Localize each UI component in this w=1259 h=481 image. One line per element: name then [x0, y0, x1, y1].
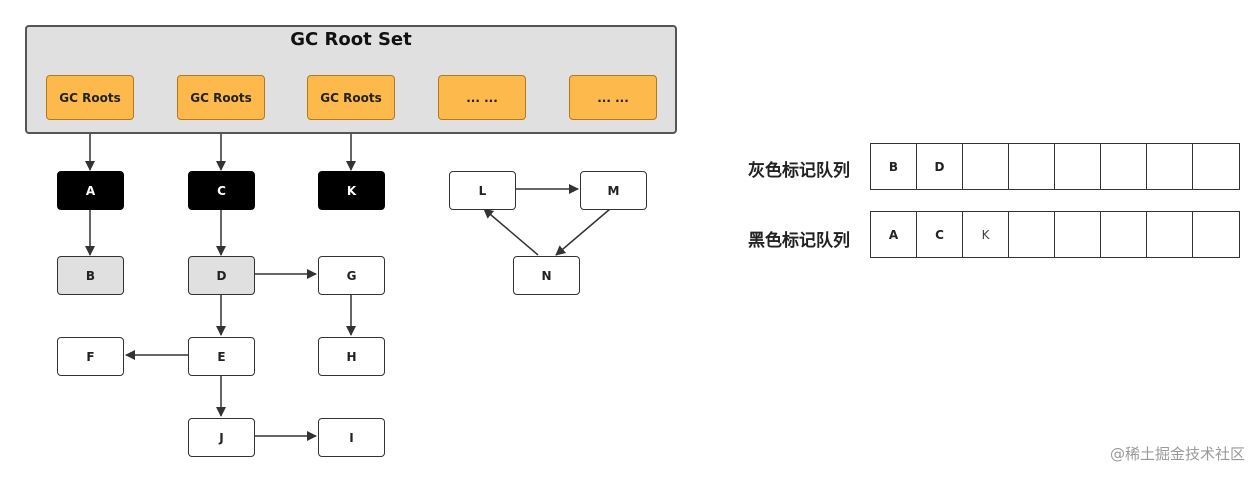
- node-k: K: [318, 171, 385, 210]
- node-d: D: [188, 256, 255, 295]
- gc-root-more-1: ... ...: [438, 75, 526, 120]
- gray-queue-cell: [963, 144, 1009, 189]
- gray-queue-cell: [1101, 144, 1147, 189]
- black-queue-cell: C: [917, 212, 963, 257]
- gray-queue-cell: [1193, 144, 1239, 189]
- node-g: G: [318, 256, 385, 295]
- black-queue-cell: [1055, 212, 1101, 257]
- node-a: A: [57, 171, 124, 210]
- black-queue-label: 黑色标记队列: [748, 231, 850, 251]
- node-n: N: [513, 256, 580, 295]
- node-i: I: [318, 418, 385, 457]
- gray-queue-cell: [1009, 144, 1055, 189]
- gray-queue-cell: D: [917, 144, 963, 189]
- gray-queue-cell: [1055, 144, 1101, 189]
- edge-m-n: [555, 208, 611, 256]
- gray-queue-cell: [1147, 144, 1193, 189]
- black-queue-cell: [1101, 212, 1147, 257]
- edge-n-l: [483, 208, 539, 256]
- node-c: C: [188, 171, 255, 210]
- gray-queue-cell: B: [871, 144, 917, 189]
- gc-root-set-title: GC Root Set: [290, 29, 412, 50]
- node-f: F: [57, 337, 124, 376]
- gc-root-3: GC Roots: [307, 75, 395, 120]
- black-queue-cell: A: [871, 212, 917, 257]
- watermark: @稀土掘金技术社区: [1109, 445, 1245, 463]
- black-queue-cell: K: [963, 212, 1009, 257]
- black-queue-cell: [1193, 212, 1239, 257]
- node-m: M: [580, 171, 647, 210]
- gc-root-1: GC Roots: [46, 75, 134, 120]
- black-queue-cell: [1147, 212, 1193, 257]
- gc-root-more-2: ... ...: [569, 75, 657, 120]
- gc-root-2: GC Roots: [177, 75, 265, 120]
- black-queue-cell: [1009, 212, 1055, 257]
- node-l: L: [449, 171, 516, 210]
- node-b: B: [57, 256, 124, 295]
- black-queue: A C K: [870, 211, 1240, 258]
- gray-queue: B D: [870, 143, 1240, 190]
- gray-queue-label: 灰色标记队列: [748, 161, 850, 181]
- node-e: E: [188, 337, 255, 376]
- node-j: J: [188, 418, 255, 457]
- node-h: H: [318, 337, 385, 376]
